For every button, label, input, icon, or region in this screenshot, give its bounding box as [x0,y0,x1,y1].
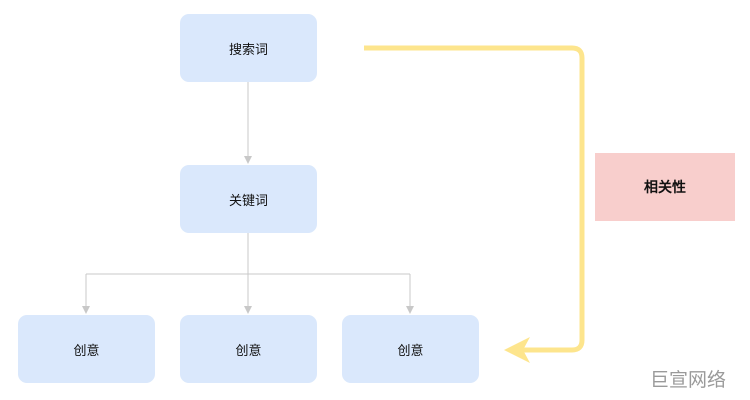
creative-node-1: 创意 [18,315,155,383]
arrowhead-keyword [244,156,252,164]
relevance-arrow-path [364,45,585,353]
relevance-box: 相关性 [595,153,735,221]
watermark-text: 巨宣网络 [650,369,727,391]
arrowhead-creative-2 [244,306,252,314]
relevance-arrowhead [504,337,530,363]
arrowhead-creative-1 [82,306,90,314]
creative-label-1: 创意 [73,343,100,359]
keyword-label: 关键词 [228,193,268,209]
creative-label-2: 创意 [235,343,262,359]
creative-node-3: 创意 [342,315,479,383]
search-term-node: 搜索词 [180,14,317,82]
creative-node-2: 创意 [180,315,317,383]
arrowhead-creative-3 [406,306,414,314]
creative-label-3: 创意 [397,343,424,359]
relevance-label: 相关性 [644,180,686,196]
keyword-node: 关键词 [180,165,317,233]
search-term-label: 搜索词 [228,42,268,58]
